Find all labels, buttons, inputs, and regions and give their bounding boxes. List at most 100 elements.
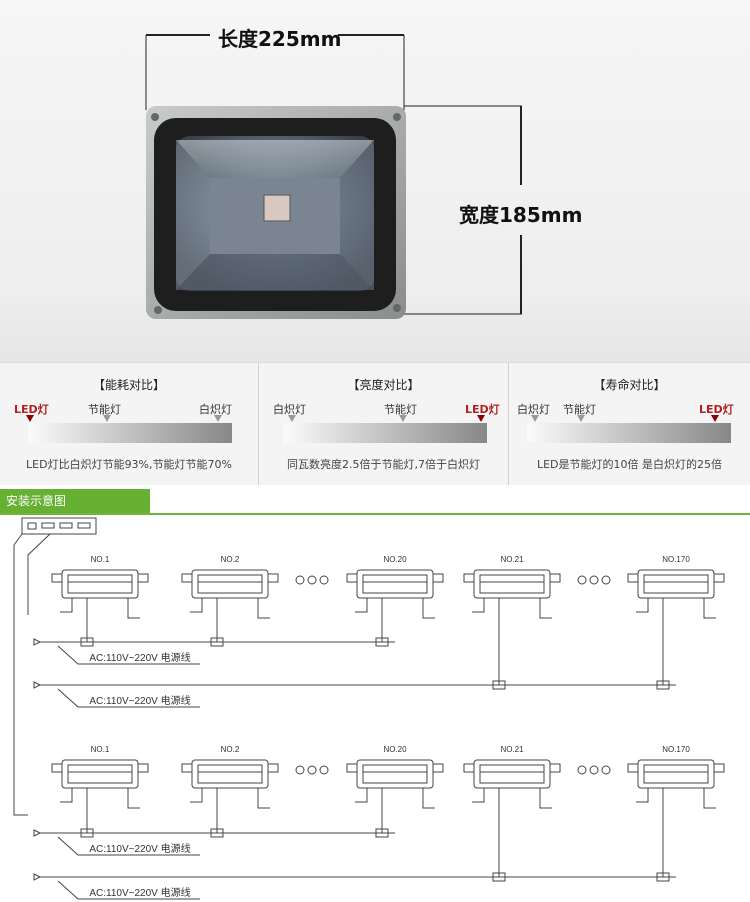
brightness-label-led: LED灯: [465, 403, 500, 416]
fixture-number-label: NO.21: [500, 555, 524, 564]
led-marker-icon: [477, 415, 485, 422]
fixture-unit: [473, 569, 551, 599]
fixture-cable: [257, 598, 270, 619]
lifespan-note: LED是节能灯的10倍 是白炽灯的25倍: [536, 458, 723, 471]
fixture-bracket: [627, 763, 639, 773]
lifespan-label-incandescent: 白炽灯: [517, 403, 550, 416]
fixture-lens: [643, 764, 709, 784]
cfl-marker-icon: [103, 415, 111, 422]
ellipsis-dot-icon: [295, 575, 305, 585]
fixture-cable: [422, 788, 435, 809]
lifespan-label-cfl: 节能灯: [563, 403, 596, 416]
divider: [258, 363, 259, 485]
fixture-bracket: [267, 763, 279, 773]
fixture-number-label: NO.20: [383, 555, 407, 564]
fixture-cable: [127, 598, 140, 619]
fixture-number-label: NO.1: [91, 555, 110, 564]
fixture-cable: [636, 598, 649, 613]
fixture-unit: [61, 569, 139, 599]
comparison-section: 【能耗对比】 LED灯 节能灯 白炽灯 LED灯比白炽灯节能93%,节能灯节能7…: [0, 362, 750, 485]
fixture-bracket: [432, 763, 444, 773]
label-pointer: [57, 645, 200, 665]
cfl-marker-icon: [577, 415, 585, 422]
ellipsis-dot-icon: [577, 575, 587, 585]
fixture-bracket: [181, 573, 193, 583]
fixture-cable: [355, 598, 368, 613]
brightness-label-cfl: 节能灯: [384, 403, 417, 416]
led-marker-icon: [711, 415, 719, 422]
power-line-label: AC:110V~220V 电源线: [89, 651, 190, 664]
fixture-lens: [479, 574, 545, 594]
fixture-lens: [643, 574, 709, 594]
ellipsis-dot-icon: [589, 575, 599, 585]
fixture-number-label: NO.2: [221, 745, 240, 754]
fixture-cable: [472, 788, 485, 803]
ellipsis-dot-icon: [295, 765, 305, 775]
fixture-bracket: [267, 573, 279, 583]
fixture-number-label: NO.2: [221, 555, 240, 564]
brightness-note: 同瓦数亮度2.5倍于节能灯,7倍于白炽灯: [287, 458, 480, 471]
fixture-unit: [356, 759, 434, 789]
fixture-bracket: [181, 763, 193, 773]
incandescent-marker-icon: [214, 415, 222, 422]
fixture-bracket: [137, 573, 149, 583]
width-dimension: 宽度185mm: [459, 203, 583, 227]
fixture-unit: [191, 759, 269, 789]
power-line-label: AC:110V~220V 电源线: [89, 694, 190, 707]
floodlight-illustration: [145, 34, 522, 319]
fixture-cable: [355, 788, 368, 803]
label-pointer: [57, 688, 200, 708]
ellipsis-dot-icon: [319, 765, 329, 775]
energy-label-cfl: 节能灯: [88, 403, 121, 416]
fixture-number-label: NO.20: [383, 745, 407, 754]
fixture-cable: [60, 598, 73, 613]
fixture-cable: [703, 598, 716, 619]
ellipsis-dot-icon: [577, 765, 587, 775]
fixture-bracket: [51, 573, 63, 583]
signal-bus: [27, 533, 51, 615]
fixture-cable: [422, 598, 435, 619]
ellipsis-dot-icon: [601, 575, 611, 585]
fixture-cable: [257, 788, 270, 809]
controller-port-icon: [77, 522, 91, 529]
fixture-lens: [67, 764, 133, 784]
ellipsis-dot-icon: [589, 765, 599, 775]
ellipsis-dot-icon: [307, 575, 317, 585]
plug-icon: [33, 873, 42, 881]
fixture-cable: [60, 788, 73, 803]
fixture-number-label: NO.1: [91, 745, 110, 754]
fixture-cable: [539, 788, 552, 809]
fixture-number-label: NO.21: [500, 745, 524, 754]
power-line-label: AC:110V~220V 电源线: [89, 886, 190, 899]
incandescent-marker-icon: [531, 415, 539, 422]
fixture-cable: [190, 788, 203, 803]
fixture-cable: [472, 598, 485, 613]
lifespan-title: 【寿命对比】: [593, 378, 666, 392]
fixture-bracket: [463, 573, 475, 583]
label-pointer: [57, 880, 200, 900]
controller-port-icon: [41, 522, 55, 529]
fixture-bracket: [627, 573, 639, 583]
fixture-bracket: [51, 763, 63, 773]
ellipsis-dot-icon: [601, 765, 611, 775]
fixture-number-label: NO.170: [662, 745, 690, 754]
energy-label-incandescent: 白炽灯: [199, 403, 232, 416]
brightness-gradient-bar: [283, 423, 487, 443]
length-dimension: 长度225mm: [218, 27, 342, 51]
brightness-title: 【亮度对比】: [347, 378, 420, 392]
fixture-lens: [197, 574, 263, 594]
plug-icon: [33, 681, 42, 689]
energy-note: LED灯比白炽灯节能93%,节能灯节能70%: [26, 458, 232, 471]
fixture-unit: [637, 569, 715, 599]
fixture-bracket: [346, 763, 358, 773]
fixture-unit: [61, 759, 139, 789]
fixture-bracket: [549, 763, 561, 773]
fixture-lens: [479, 764, 545, 784]
energy-comparison: 【能耗对比】 LED灯 节能灯 白炽灯 LED灯比白炽灯节能93%,节能灯节能7…: [0, 363, 258, 485]
fixture-unit: [637, 759, 715, 789]
lifespan-comparison: 【寿命对比】 白炽灯 节能灯 LED灯 LED是节能灯的10倍 是白炽灯的25倍: [509, 363, 750, 485]
fixture-bracket: [713, 573, 725, 583]
brightness-comparison: 【亮度对比】 白炽灯 节能灯 LED灯 同瓦数亮度2.5倍于节能灯,7倍于白炽灯: [259, 363, 508, 485]
plug-icon: [33, 829, 42, 837]
fixture-lens: [362, 574, 428, 594]
